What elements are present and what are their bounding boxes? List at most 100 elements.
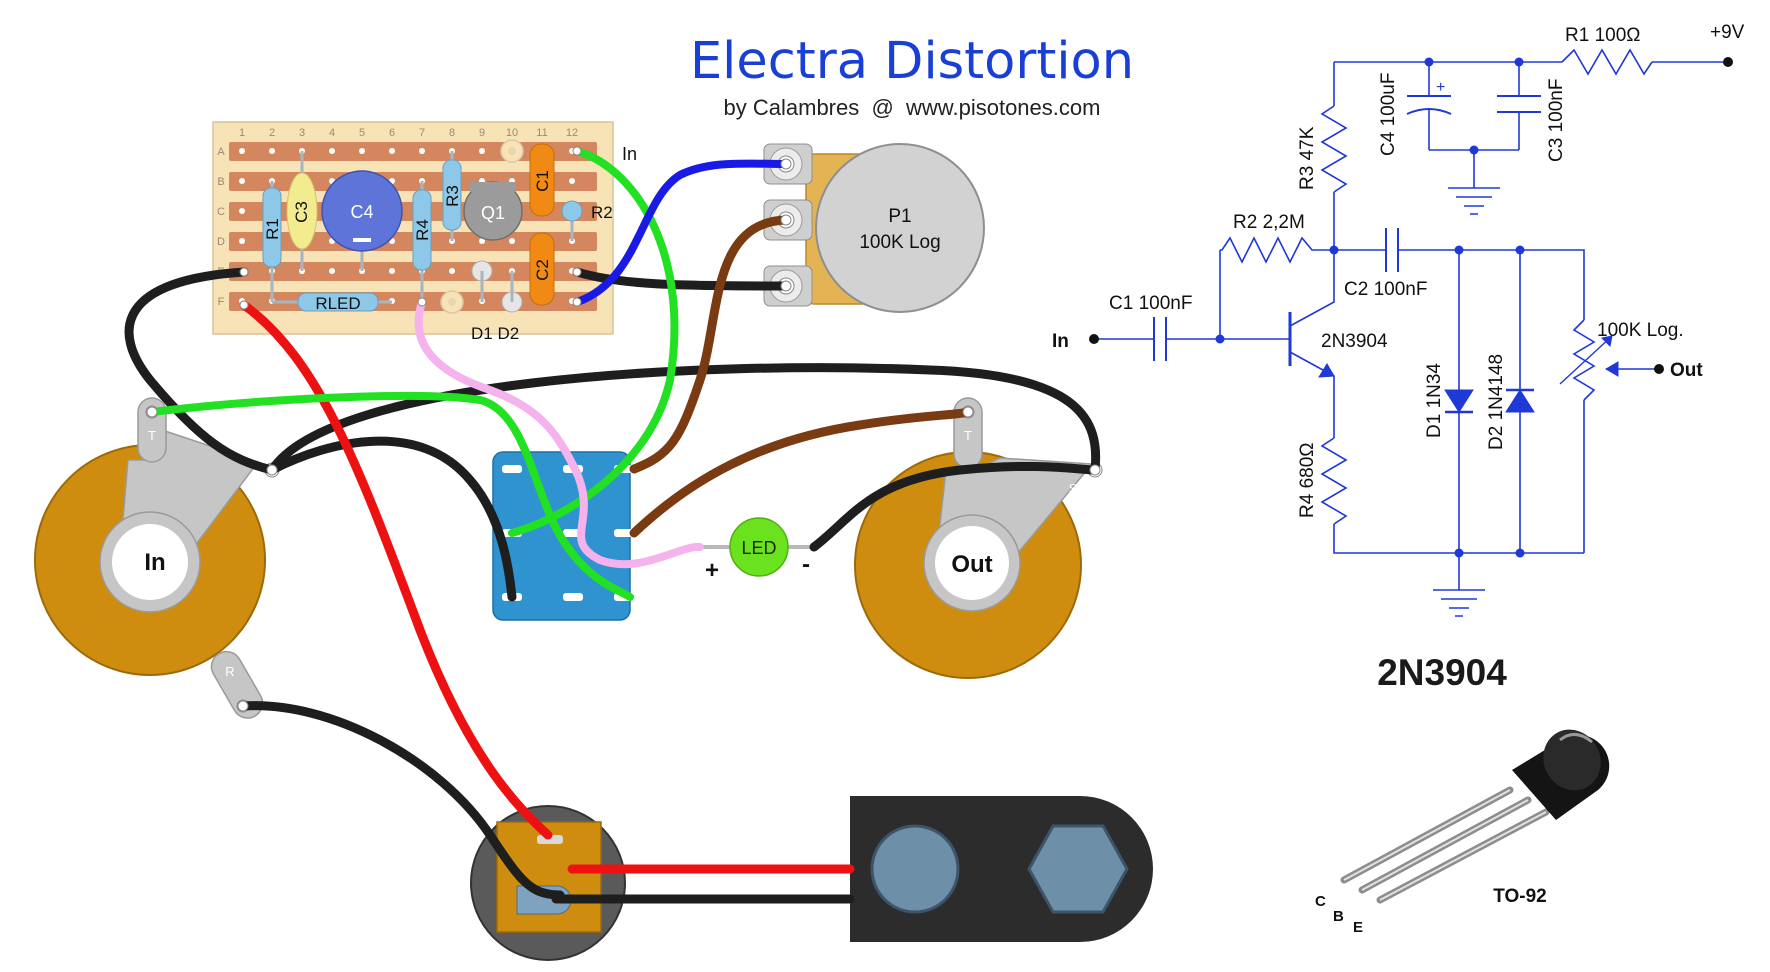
column-numbers: 1 2 3 4 5 6 7 8 9 10 11 12 bbox=[239, 127, 578, 139]
label-q1: Q1 bbox=[481, 203, 505, 223]
resistor-rled bbox=[297, 292, 379, 312]
output-jack: T S Out bbox=[854, 397, 1103, 679]
pot-lugs bbox=[763, 143, 813, 307]
strip-hole bbox=[329, 148, 335, 154]
schematic-solid bbox=[1318, 335, 1619, 414]
wire-black-in-sleeve-to-switch bbox=[267, 436, 517, 602]
strip-hole bbox=[509, 238, 515, 244]
label-c2: C2 bbox=[533, 259, 552, 281]
strip-hole bbox=[479, 238, 485, 244]
row-d: D bbox=[217, 236, 225, 248]
led-plus: + bbox=[705, 557, 719, 584]
row-c: C bbox=[217, 206, 225, 218]
wire-black-board-ground bbox=[124, 267, 277, 475]
strip-hole bbox=[239, 148, 245, 154]
led-label: LED bbox=[741, 538, 776, 558]
label-c4: C4 bbox=[350, 202, 373, 222]
battery-snap bbox=[850, 796, 1153, 942]
col-10: 10 bbox=[506, 127, 518, 139]
capacitor-c3 bbox=[286, 172, 318, 250]
pinout-pin-c: C bbox=[1315, 893, 1326, 910]
wire-black-ring-to-dc bbox=[238, 701, 565, 900]
resistor-r4 bbox=[412, 189, 432, 271]
col-5: 5 bbox=[359, 127, 365, 139]
led: LED + - bbox=[700, 517, 814, 584]
sch-r2: R2 2,2M bbox=[1233, 212, 1305, 233]
col-3: 3 bbox=[299, 127, 305, 139]
sch-r4: R4 680Ω bbox=[1297, 443, 1318, 518]
strip-e bbox=[229, 262, 597, 281]
label-c1: C1 bbox=[533, 170, 552, 192]
sch-d1: D1 1N34 bbox=[1424, 363, 1445, 438]
sch-transistor: 2N3904 bbox=[1321, 331, 1388, 352]
resistor-r3 bbox=[442, 159, 462, 231]
schematic bbox=[1094, 48, 1728, 617]
wire-brown-switch-to-out-tip bbox=[629, 407, 973, 538]
col-2: 2 bbox=[269, 127, 275, 139]
label-r2: R2 bbox=[591, 203, 613, 222]
output-jack-tip-label: T bbox=[964, 428, 972, 443]
col-6: 6 bbox=[389, 127, 395, 139]
sch-r1: R1 100Ω bbox=[1565, 25, 1640, 46]
col-1: 1 bbox=[239, 127, 245, 139]
output-jack-sleeve-label: S bbox=[1069, 481, 1078, 496]
strip-hole bbox=[239, 178, 245, 184]
wire-green-in-tip-to-switch bbox=[148, 391, 634, 601]
wire-black-in-sleeve-to-out-sleeve bbox=[267, 363, 1101, 475]
sch-c4-plus: + bbox=[1436, 79, 1445, 96]
capacitor-c4 bbox=[321, 170, 403, 252]
wire-pink-rled-to-led bbox=[414, 298, 704, 569]
sch-pot: 100K Log. bbox=[1597, 320, 1684, 341]
potentiometer-p1: P1 100K Log bbox=[763, 143, 985, 313]
capacitor-c1 bbox=[529, 143, 555, 217]
col-7: 7 bbox=[419, 127, 425, 139]
strip-hole bbox=[449, 268, 455, 274]
pinout-pin-e: E bbox=[1353, 919, 1363, 936]
sch-c2: C2 100nF bbox=[1344, 279, 1427, 300]
label-c3: C3 bbox=[292, 201, 311, 223]
pinout-title: 2N3904 bbox=[1377, 652, 1507, 693]
wire-green-board-in-to-switch bbox=[508, 147, 679, 537]
wire-black-pot-to-board bbox=[572, 267, 791, 291]
c4-polarity-mark bbox=[353, 238, 371, 242]
pinout-pin-b: B bbox=[1333, 908, 1344, 925]
row-b: B bbox=[217, 176, 224, 188]
wire-blue-board-to-pot bbox=[573, 159, 790, 306]
led-minus: - bbox=[802, 551, 810, 578]
col-12: 12 bbox=[566, 127, 578, 139]
col-11: 11 bbox=[536, 127, 547, 139]
strip-hole bbox=[329, 268, 335, 274]
output-jack-label: Out bbox=[951, 551, 992, 578]
strip-hole bbox=[359, 148, 365, 154]
sch-c1: C1 100nF bbox=[1109, 293, 1192, 314]
label-r3: R3 bbox=[443, 185, 462, 207]
col-8: 8 bbox=[449, 127, 455, 139]
capacitor-c2 bbox=[529, 232, 555, 306]
strip-hole bbox=[389, 148, 395, 154]
label-r1: R1 bbox=[263, 218, 282, 240]
strip-hole bbox=[239, 208, 245, 214]
strip-cut bbox=[448, 298, 456, 306]
dc-jack bbox=[470, 805, 626, 961]
page-subtitle: by Calambres @ www.pisotones.com bbox=[724, 95, 1101, 120]
sch-c4: C4 100uF bbox=[1378, 73, 1399, 156]
input-jack-tip-label: T bbox=[148, 428, 156, 443]
stripboard: 1 2 3 4 5 6 7 8 9 10 11 12 A B C D E F bbox=[212, 121, 614, 343]
pot-name: P1 bbox=[888, 206, 911, 227]
strip-hole bbox=[239, 238, 245, 244]
label-rled: RLED bbox=[315, 294, 360, 313]
input-jack-label: In bbox=[144, 549, 165, 576]
schematic-terminals bbox=[1089, 57, 1733, 374]
to92-transistor bbox=[1340, 729, 1610, 904]
wire-black-led-to-out-sleeve bbox=[809, 461, 1100, 552]
resistor-r2 bbox=[561, 200, 583, 222]
sch-d2: D2 1N4148 bbox=[1486, 354, 1507, 450]
sch-output: Out bbox=[1670, 360, 1703, 381]
pinout-package: TO-92 bbox=[1493, 886, 1547, 907]
row-a: A bbox=[217, 146, 225, 158]
pot-value: 100K Log bbox=[859, 232, 940, 253]
schematic-d2-symbol bbox=[1505, 389, 1535, 413]
strip-hole bbox=[419, 148, 425, 154]
sch-supply: +9V bbox=[1710, 22, 1745, 43]
